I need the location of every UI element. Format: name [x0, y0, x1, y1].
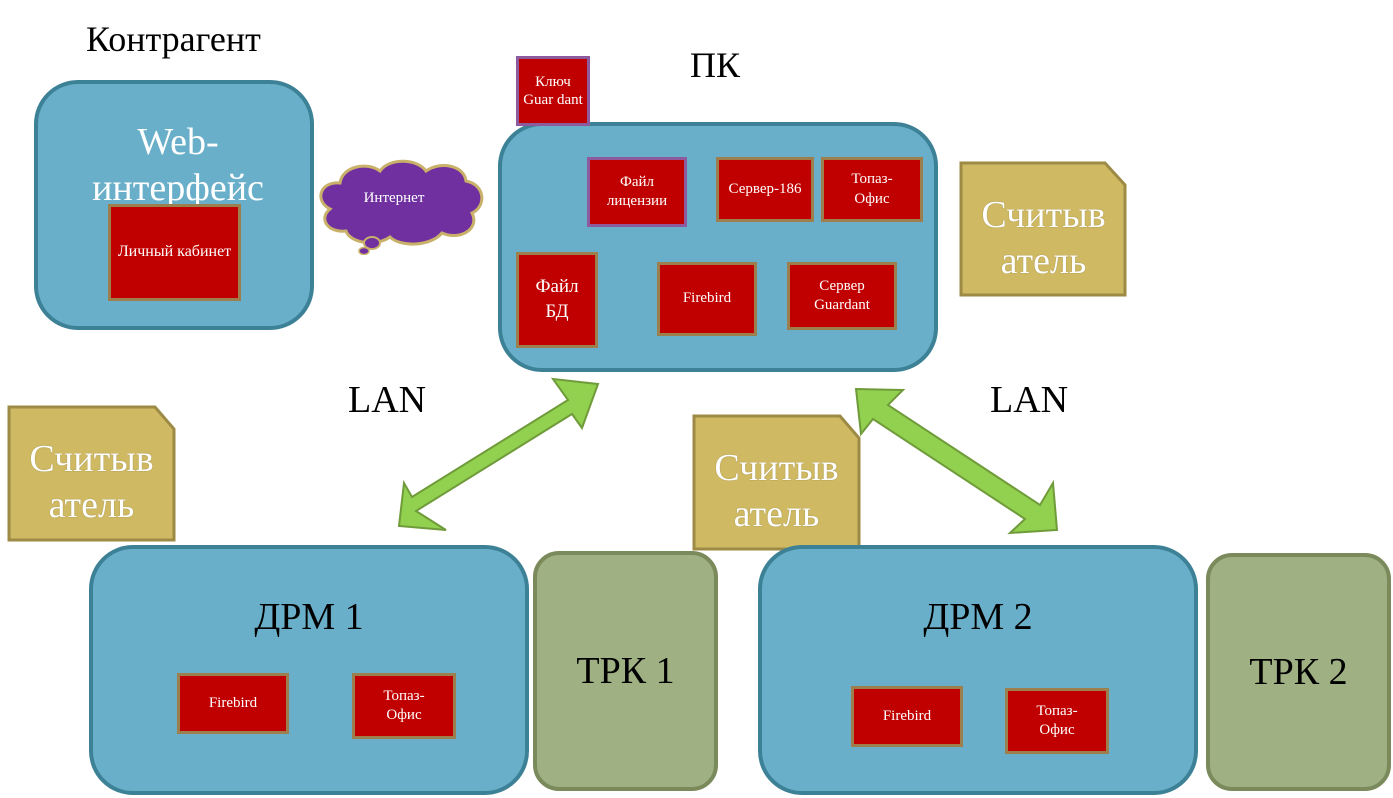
note-shape-icon	[692, 414, 861, 551]
internet-label: Интернет	[363, 190, 425, 206]
pc-title: ПК	[690, 45, 741, 85]
note-shape-icon	[7, 405, 176, 542]
contragent-title: Контрагент	[86, 19, 261, 59]
note-shape-icon	[959, 161, 1127, 297]
db-file: Файл БД	[516, 252, 598, 348]
reader-pc: Считыватель	[959, 161, 1128, 297]
reader-drm2: Считыватель	[692, 414, 861, 551]
internet-cloud: Интернет	[310, 157, 488, 256]
server-186: Сервер-186	[716, 157, 814, 222]
reader-drm1: Считыватель	[7, 405, 176, 542]
cloud-icon	[319, 159, 484, 256]
topaz-office-pc: Топаз-Офис	[821, 157, 923, 222]
server-guardant: Сервер Guardant	[787, 262, 897, 330]
firebird-pc: Firebird	[657, 262, 757, 336]
firebird-drm2: Firebird	[851, 686, 963, 747]
personal-cabinet-box: Личный кабинет	[108, 204, 241, 301]
reader-pc-label: Считыватель	[981, 194, 1106, 282]
topaz-office-drm2: Топаз-Офис	[1005, 688, 1109, 754]
topaz-office-drm1: Топаз-Офис	[352, 673, 456, 739]
lan-right-label: LAN	[990, 379, 1069, 421]
firebird-drm1: Firebird	[177, 673, 289, 734]
lan-arrow-right	[854, 387, 1059, 535]
lan-left-label: LAN	[348, 379, 427, 421]
drm2-title: ДРМ 2	[923, 596, 1033, 638]
reader-drm1-label: Считыватель	[29, 438, 154, 526]
drm2-box: ДРМ 2	[758, 545, 1198, 795]
web-interface-label: Web-интерфейс	[92, 121, 264, 209]
trk2-box: ТРК 2	[1206, 553, 1391, 791]
drm1-box: ДРМ 1	[89, 545, 529, 795]
drm1-title: ДРМ 1	[254, 596, 364, 638]
guardant-key: Ключ Guar dant	[516, 56, 590, 126]
license-file: Файл лицензии	[587, 157, 687, 227]
reader-drm2-label: Считыватель	[714, 447, 839, 535]
lan-arrow-left	[397, 377, 600, 531]
trk1-box: ТРК 1	[533, 551, 718, 791]
